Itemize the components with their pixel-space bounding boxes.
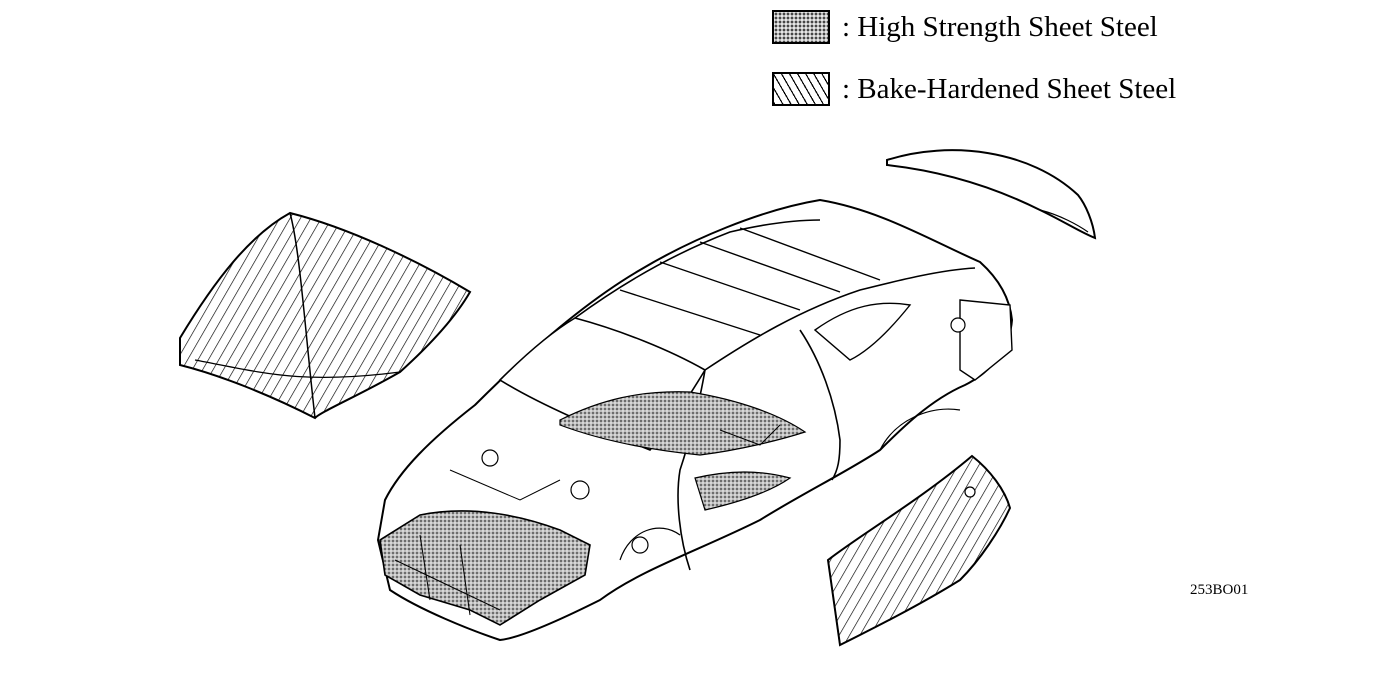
high-strength-swatch: [772, 10, 830, 44]
legend-label-high-strength: : High Strength Sheet Steel: [842, 10, 1158, 43]
legend-item-bake-hardened: : Bake-Hardened Sheet Steel: [772, 72, 1176, 106]
door-panel: [826, 454, 1012, 647]
figure-code: 253BO01: [1190, 582, 1249, 598]
legend-label-bake-hardened: : Bake-Hardened Sheet Steel: [842, 72, 1177, 105]
legend-item-high-strength: : High Strength Sheet Steel: [772, 10, 1158, 44]
bake-hardened-swatch: [772, 72, 830, 106]
trunk-lid-panel: [886, 149, 1097, 240]
body-shell: [376, 198, 1014, 642]
hood-panel: [179, 211, 472, 420]
